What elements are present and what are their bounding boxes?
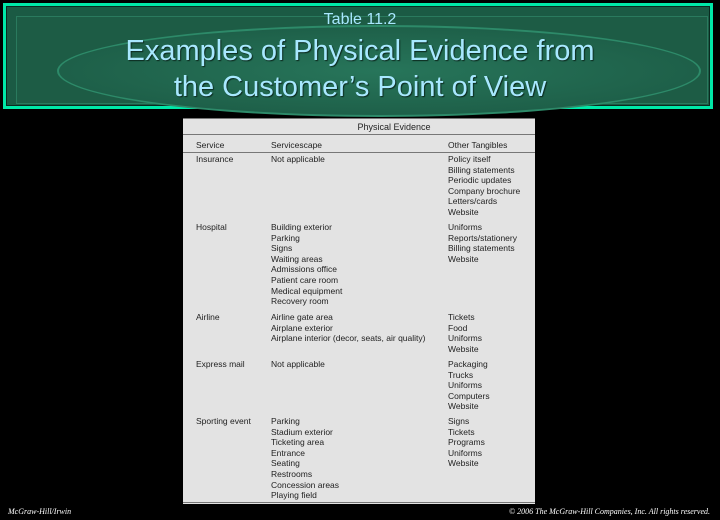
list-item: Website bbox=[448, 458, 479, 469]
list-item: Medical equipment bbox=[271, 285, 343, 296]
list-item: Computers bbox=[448, 390, 490, 401]
list-item: Not applicable bbox=[271, 154, 325, 164]
table-row-servicescape: Not applicable bbox=[271, 154, 325, 165]
list-item: Tickets bbox=[448, 312, 475, 322]
list-item: Airplane interior (decor, seats, air qua… bbox=[271, 333, 426, 344]
table-row-tangibles: Tickets Food Uniforms Website bbox=[448, 312, 482, 354]
list-item: Website bbox=[448, 401, 479, 412]
list-item: Ticketing area bbox=[271, 437, 325, 448]
list-item: Signs bbox=[271, 243, 293, 254]
list-item: Billing statements bbox=[448, 243, 515, 254]
title-panel bbox=[16, 16, 708, 117]
table-row-service: Airline bbox=[196, 312, 220, 322]
header-divider bbox=[183, 152, 535, 153]
list-item: Uniforms bbox=[448, 447, 483, 458]
list-item: Building exterior bbox=[271, 222, 332, 232]
list-item: Admissions office bbox=[271, 264, 337, 275]
list-item: Food bbox=[448, 322, 468, 333]
table-row-service: Sporting event bbox=[196, 416, 251, 426]
table-row-tangibles: Packaging Trucks Uniforms Computers Webs… bbox=[448, 359, 490, 412]
list-item: Website bbox=[448, 343, 479, 354]
list-item: Periodic updates bbox=[448, 175, 512, 186]
list-item: Uniforms bbox=[448, 380, 483, 391]
list-item: Billing statements bbox=[448, 164, 515, 175]
list-item: Reports/stationery bbox=[448, 232, 517, 243]
slide-title: Examples of Physical Evidence from the C… bbox=[0, 33, 720, 105]
list-item: Website bbox=[448, 206, 479, 217]
list-item: Uniforms bbox=[448, 222, 483, 232]
title-banner: Table 11.2 Examples of Physical Evidence… bbox=[0, 0, 720, 117]
table-row-servicescape: Not applicable bbox=[271, 359, 325, 370]
list-item: Uniforms bbox=[448, 333, 483, 344]
list-item: Parking bbox=[271, 416, 300, 426]
list-item: Seating bbox=[271, 458, 300, 469]
list-item: Website bbox=[448, 253, 479, 264]
list-item: Airline gate area bbox=[271, 312, 333, 322]
table-row-servicescape: Building exterior Parking Signs Waiting … bbox=[271, 222, 342, 307]
group-header: Physical Evidence bbox=[183, 118, 535, 135]
footer-publisher: McGraw-Hill/Irwin bbox=[8, 507, 72, 516]
table-row-service: Hospital bbox=[196, 222, 227, 232]
list-item: Playing field bbox=[271, 490, 317, 501]
list-item: Signs bbox=[448, 416, 470, 426]
table-number: Table 11.2 bbox=[323, 11, 397, 28]
table-bottom-rule bbox=[183, 502, 535, 503]
list-item: Tickets bbox=[448, 426, 475, 437]
slide-title-line-2: the Customer’s Point of View bbox=[173, 71, 547, 103]
list-item: Company brochure bbox=[448, 185, 521, 196]
list-item: Programs bbox=[448, 437, 485, 448]
table-row-tangibles: Policy itself Billing statements Periodi… bbox=[448, 154, 520, 218]
table-row-tangibles: Signs Tickets Programs Uniforms Website bbox=[448, 416, 485, 469]
table-row-service: Express mail bbox=[196, 359, 245, 369]
title-frame bbox=[3, 3, 713, 117]
physical-evidence-table: Physical Evidence Service Servicescape O… bbox=[183, 118, 535, 504]
list-item: Packaging bbox=[448, 359, 488, 369]
list-item: Stadium exterior bbox=[271, 426, 333, 437]
list-item: Policy itself bbox=[448, 154, 491, 164]
list-item: Trucks bbox=[448, 369, 474, 380]
list-item: Patient care room bbox=[271, 274, 339, 285]
title-ellipse bbox=[57, 25, 701, 117]
list-item: Restrooms bbox=[271, 468, 313, 479]
list-item: Letters/cards bbox=[448, 196, 498, 207]
slide-title-line-1: Examples of Physical Evidence from bbox=[125, 35, 595, 67]
list-item: Waiting areas bbox=[271, 253, 323, 264]
table-row-servicescape: Airline gate area Airplane exterior Airp… bbox=[271, 312, 426, 344]
list-item: Not applicable bbox=[271, 359, 325, 369]
footer-copyright: © 2006 The McGraw-Hill Companies, Inc. A… bbox=[509, 507, 710, 516]
list-item: Concession areas bbox=[271, 479, 340, 490]
table-row-service: Insurance bbox=[196, 154, 234, 164]
list-item: Entrance bbox=[271, 447, 306, 458]
table-row-servicescape: Parking Stadium exterior Ticketing area … bbox=[271, 416, 339, 501]
column-header-servicescape: Servicescape bbox=[271, 140, 323, 150]
list-item: Airplane exterior bbox=[271, 322, 333, 333]
column-header-other-tangibles: Other Tangibles bbox=[448, 140, 508, 150]
table-row-tangibles: Uniforms Reports/stationery Billing stat… bbox=[448, 222, 517, 264]
list-item: Parking bbox=[271, 232, 300, 243]
column-header-service: Service bbox=[196, 140, 225, 150]
list-item: Recovery room bbox=[271, 296, 329, 307]
